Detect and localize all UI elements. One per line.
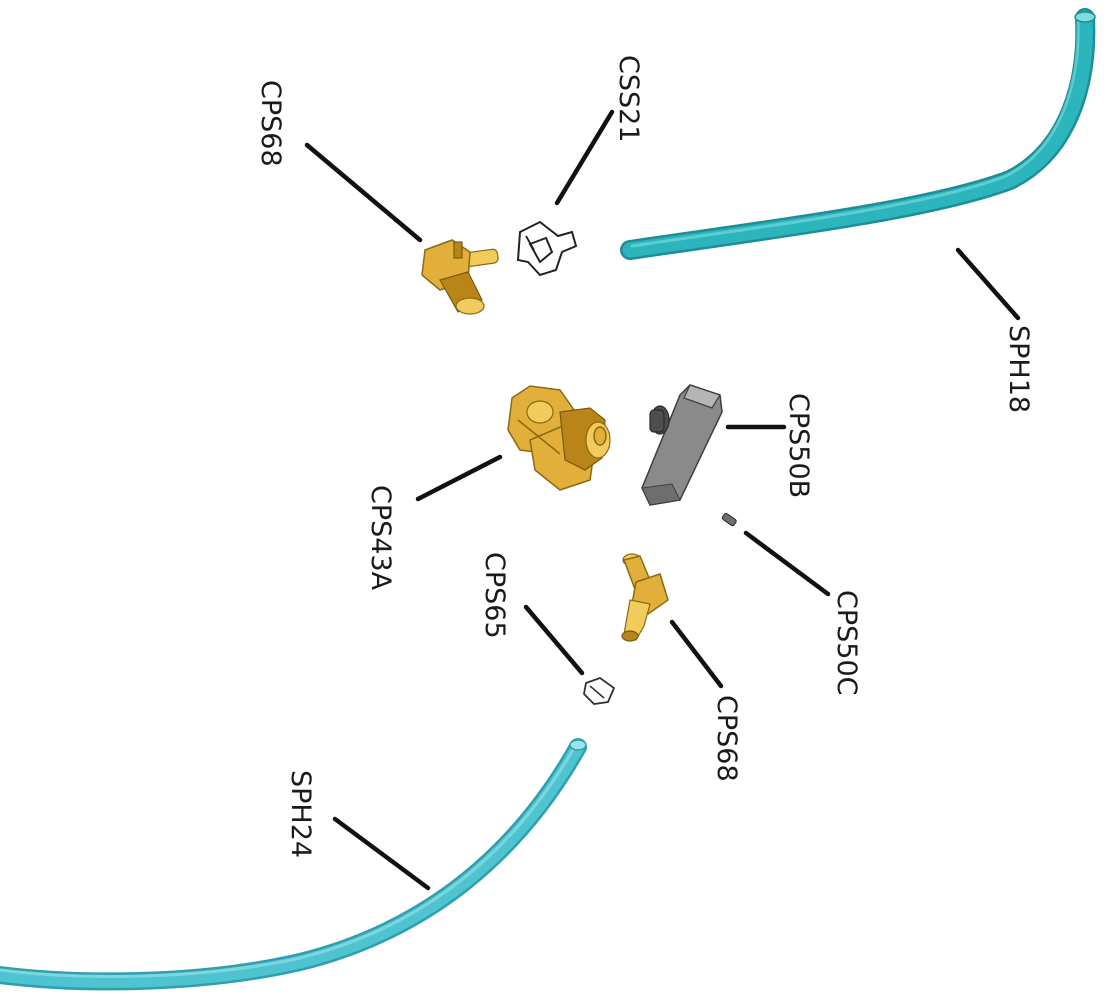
part-cps50b <box>641 384 723 506</box>
label-cps43a: CPS43A <box>365 485 396 591</box>
hose-sph18 <box>620 8 1096 260</box>
leader-css21 <box>554 109 615 206</box>
label-cps50b: CPS50B <box>783 393 814 498</box>
fitting-cps43a <box>507 385 611 491</box>
fitting-cps68-top <box>421 239 499 315</box>
fitting-cps68-bottom <box>621 553 669 642</box>
leader-cps68-top <box>304 142 423 243</box>
part-cps50c <box>721 512 737 527</box>
leader-sph18 <box>955 247 1021 321</box>
label-cps68-top: CPS68 <box>255 80 286 167</box>
label-cps68-bottom: CPS68 <box>711 695 742 782</box>
leader-cps68-bottom <box>669 619 724 689</box>
label-cps50c: CPS50C <box>831 590 862 695</box>
label-sph24: SPH24 <box>285 770 316 858</box>
leader-cps50c <box>743 530 831 597</box>
part-cps65 <box>583 676 616 705</box>
leader-cps65 <box>523 604 585 676</box>
leader-sph24 <box>332 816 431 891</box>
label-cps65: CPS65 <box>479 552 510 639</box>
leader-cps43a <box>415 454 503 502</box>
label-sph18: SPH18 <box>1003 325 1034 413</box>
label-css21: CSS21 <box>613 55 644 143</box>
hose-sph24 <box>0 738 587 991</box>
clip-css21 <box>516 220 578 277</box>
